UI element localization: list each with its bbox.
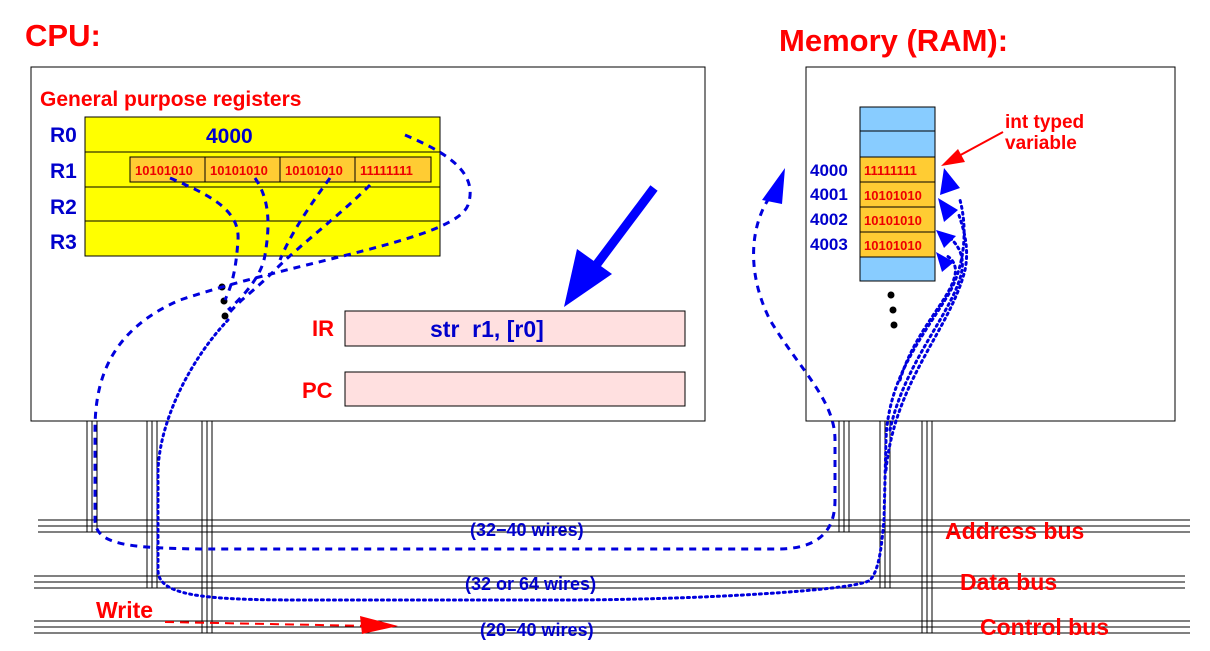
data-bus-lines — [34, 575, 1185, 589]
mem-value-4001: 10101010 — [864, 188, 922, 203]
register-r3-label: R3 — [50, 231, 77, 254]
ir-register — [344, 310, 686, 347]
memory-ellipsis-dots — [887, 291, 898, 329]
mem-value-4002: 10101010 — [864, 213, 922, 228]
register-file — [84, 116, 441, 257]
data-arrowhead-4001-icon — [938, 198, 958, 222]
control-bus-lines — [34, 620, 1190, 634]
annotation-line2: variable — [1005, 133, 1077, 154]
address-bus-label: Address bus — [945, 518, 1084, 544]
memory-title: Memory (RAM): — [779, 23, 1008, 58]
write-signal-line — [164, 621, 371, 627]
data-path-cell-4002 — [888, 236, 964, 432]
data-bus-label: Data bus — [960, 569, 1057, 595]
mem-address-4001: 4001 — [810, 185, 848, 204]
cpu-title: CPU: — [25, 18, 101, 53]
mem-value-4003: 10101010 — [864, 238, 922, 253]
data-arrowhead-4002-icon — [936, 230, 956, 248]
r1-byte-3: 11111111 — [360, 163, 413, 178]
data-path-byte0 — [169, 176, 240, 301]
gpr-title: General purpose registers — [40, 88, 301, 111]
ir-value: str r1, [r0] — [430, 316, 544, 342]
annotation-arrow-icon — [941, 131, 1004, 166]
r1-byte-1: 10101010 — [210, 163, 268, 178]
r1-byte-2: 10101010 — [285, 163, 343, 178]
mem-value-4000: 11111111 — [864, 163, 917, 178]
register-r2-label: R2 — [50, 196, 77, 219]
annotation-line1: int typed — [1005, 112, 1084, 133]
control-bus-wires: (20−40 wires) — [480, 620, 594, 640]
register-r0-value: 4000 — [206, 125, 253, 148]
register-r1-bytes — [129, 156, 432, 183]
memory-array — [859, 106, 936, 282]
register-r1-label: R1 — [50, 160, 77, 183]
data-path-bus — [156, 198, 966, 602]
data-arrowhead-4000-icon — [940, 168, 960, 195]
data-path-cell-4001 — [884, 210, 969, 472]
data-bus-wires: (32 or 64 wires) — [465, 574, 596, 594]
mem-address-4002: 4002 — [810, 210, 848, 229]
address-bus-lines — [38, 519, 1190, 533]
data-path-byte2 — [228, 183, 372, 313]
data-path-cell-4003 — [898, 253, 957, 382]
r1-byte-0: 10101010 — [135, 163, 193, 178]
write-signal-label: Write — [96, 597, 153, 623]
data-path-byte1 — [227, 177, 270, 312]
pc-label: PC — [302, 378, 333, 403]
data-arrowhead-4003-icon — [936, 252, 954, 272]
ir-label: IR — [312, 316, 334, 341]
write-arrow-icon — [360, 616, 398, 634]
mem-address-4003: 4003 — [810, 235, 848, 254]
fetch-arrow-icon — [564, 185, 658, 307]
register-r0-label: R0 — [50, 124, 77, 147]
mem-address-4000: 4000 — [810, 161, 848, 180]
address-bus-wires: (32−40 wires) — [470, 520, 584, 540]
address-arrowhead-icon — [762, 168, 785, 204]
control-bus-label: Control bus — [980, 614, 1109, 640]
pc-register — [344, 371, 686, 407]
